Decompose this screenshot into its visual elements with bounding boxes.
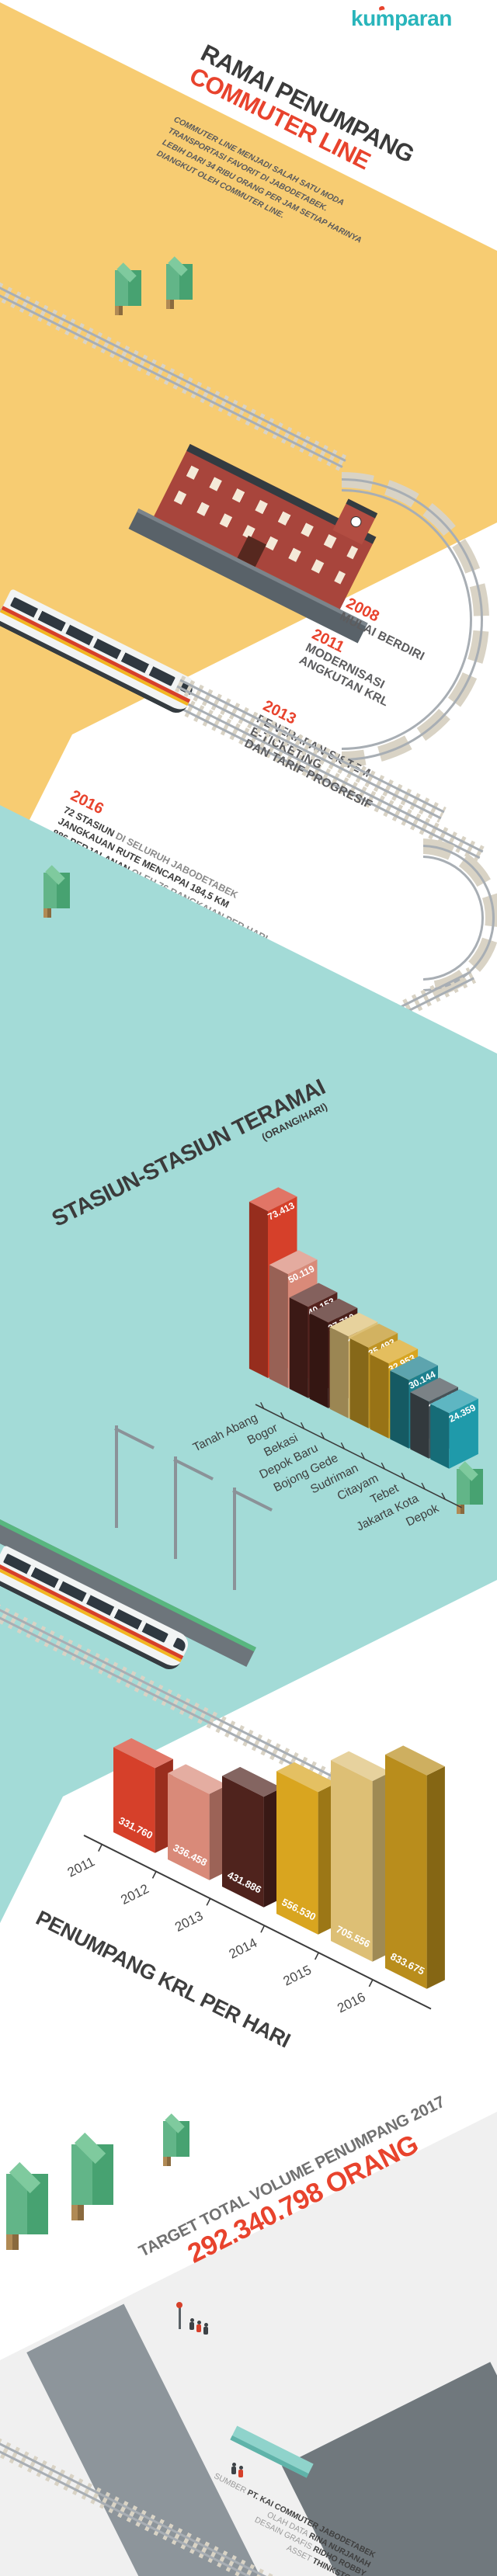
catenary-mast	[232, 1488, 273, 1590]
person	[196, 2321, 201, 2332]
crossing-signal	[176, 2302, 182, 2329]
tree	[115, 262, 141, 315]
tree	[166, 256, 193, 309]
tree	[163, 2113, 189, 2166]
kumparan-logo: kumparan	[351, 5, 452, 31]
tree	[6, 2161, 48, 2250]
catenary-mast	[173, 1456, 214, 1559]
person	[231, 2463, 236, 2474]
person	[189, 2318, 194, 2330]
tree	[43, 865, 70, 918]
yearly-bar-chart: 201120122013201420152016331.760336.45843…	[65, 1738, 445, 2015]
catenary-mast	[114, 1425, 155, 1528]
signal-lamp-icon	[176, 2302, 182, 2308]
person	[238, 2466, 243, 2477]
railroad-curve	[342, 472, 497, 767]
person	[203, 2323, 208, 2335]
tree	[71, 2132, 113, 2220]
kumparan-logo-text: kumparan	[351, 6, 452, 30]
tree	[457, 1461, 483, 1514]
